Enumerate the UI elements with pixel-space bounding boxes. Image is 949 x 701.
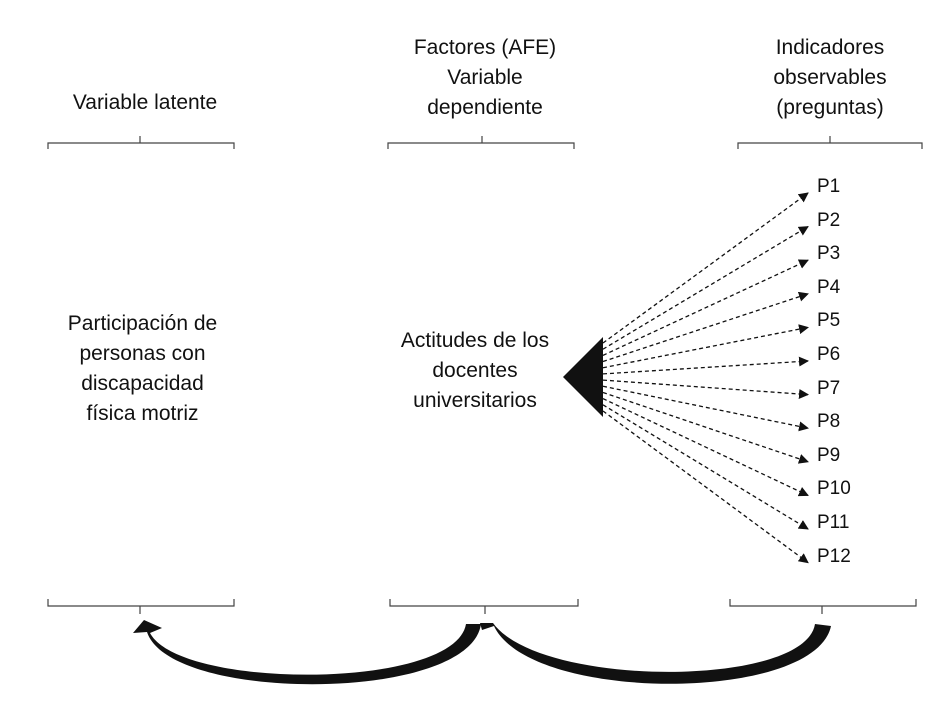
brace-bottom-latent — [47, 599, 235, 614]
indicator-label: P4 — [817, 276, 841, 298]
indicator-label: P3 — [817, 243, 841, 265]
header-factors-line: dependiente — [427, 96, 543, 119]
header-indicators-line: observables — [773, 66, 887, 89]
latent-variable-node: Participación de personas con discapacid… — [40, 309, 245, 429]
latent-variable-line: personas con — [79, 342, 206, 365]
indicator-arrow — [602, 404, 809, 530]
indicator-label: P6 — [817, 344, 841, 365]
factor-line: universitarios — [413, 389, 537, 412]
brace-top-factors — [387, 136, 575, 149]
indicator-label: P8 — [817, 411, 841, 433]
brace-top-latent — [47, 136, 235, 149]
indicator-label: P10 — [817, 478, 851, 500]
indicator-arrow — [602, 291, 809, 363]
latent-variable-line: Participación de — [67, 312, 218, 335]
latent-variable-line: física motriz — [86, 402, 199, 425]
header-latent: Variable latente — [40, 88, 250, 118]
indicator-arrow — [602, 192, 809, 344]
header-factors: Factores (AFE) Variable dependiente — [370, 33, 600, 123]
factor-triangle-icon — [563, 337, 603, 417]
indicator-label: P5 — [817, 310, 841, 332]
indicator-arrow — [602, 379, 809, 399]
indicator-label: P1 — [817, 176, 841, 197]
indicator-arrow — [602, 410, 809, 564]
indicator-arrows — [602, 192, 809, 564]
indicator-arrow — [602, 226, 809, 350]
brace-top-indicators — [737, 136, 923, 149]
indicator-arrow — [602, 385, 809, 432]
indicator-arrow — [602, 391, 809, 464]
indicator-label: P11 — [817, 512, 850, 533]
brace-bottom-factors — [389, 599, 579, 614]
indicator-label: P12 — [817, 545, 851, 567]
curved-arrow-factor-to-latent — [133, 620, 481, 685]
indicator-arrow — [602, 356, 809, 375]
factor-node: Actitudes de los docentes universitarios — [385, 326, 565, 416]
latent-variable-line: discapacidad — [81, 372, 204, 395]
header-indicators-line: Indicadores — [775, 36, 885, 59]
indicator-arrow — [602, 259, 809, 356]
factor-line: docentes — [432, 359, 518, 382]
factor-line: Actitudes de los — [400, 329, 550, 352]
header-indicators-line: (preguntas) — [776, 96, 884, 119]
indicator-arrow — [602, 324, 809, 369]
indicator-label: P7 — [817, 377, 841, 399]
brace-bottom-indicators — [729, 599, 917, 614]
header-factors-line: Variable — [447, 66, 523, 89]
indicator-label: P9 — [817, 444, 841, 466]
indicator-arrow — [602, 398, 809, 497]
indicator-label: P2 — [817, 209, 841, 231]
curved-arrow-indicators-to-factor — [480, 623, 831, 684]
header-indicators: Indicadores observables (preguntas) — [720, 33, 940, 123]
header-latent-line: Variable latente — [72, 91, 218, 114]
header-factors-line: Factores (AFE) — [413, 36, 557, 59]
